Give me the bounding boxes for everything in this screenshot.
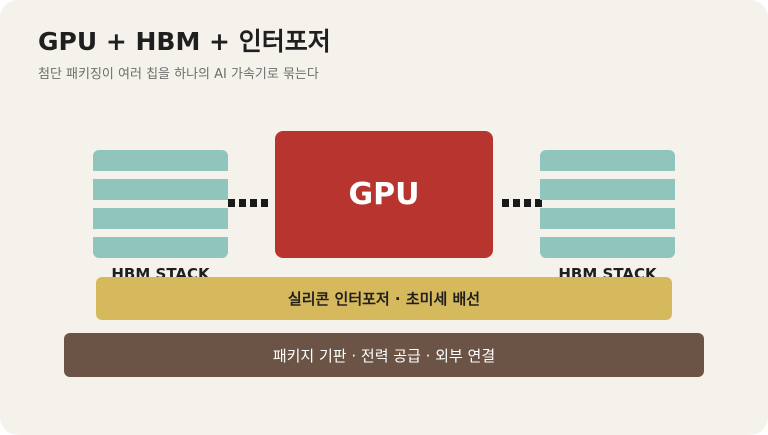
- package-substrate: 패키지 기판 · 전력 공급 · 외부 연결: [64, 333, 704, 377]
- hbm-layer: [540, 179, 675, 200]
- hbm-layer: [540, 208, 675, 229]
- connection-dot: [524, 199, 531, 207]
- connection-dot: [535, 199, 542, 207]
- hbm-layer: [93, 150, 228, 171]
- gpu-die: GPU: [275, 131, 493, 258]
- connection-dot: [250, 199, 257, 207]
- hbm-layer: [93, 208, 228, 229]
- hbm-layer: [540, 237, 675, 258]
- hbm-stack-right: [540, 150, 675, 258]
- hbm-stack-left: [93, 150, 228, 258]
- connection-dot: [513, 199, 520, 207]
- connection-dots-left: [228, 199, 268, 207]
- gpu-label: GPU: [348, 177, 420, 212]
- connection-dot: [228, 199, 235, 207]
- hbm-layer: [540, 150, 675, 171]
- hbm-layer: [93, 237, 228, 258]
- connection-dot: [239, 199, 246, 207]
- connection-dots-right: [502, 199, 542, 207]
- page-subtitle: 첨단 패키징이 여러 칩을 하나의 AI 가속기로 묶는다: [38, 67, 319, 82]
- silicon-interposer: 실리콘 인터포저 · 초미세 배선: [96, 277, 672, 320]
- interposer-label: 실리콘 인터포저 · 초미세 배선: [287, 290, 481, 308]
- substrate-label: 패키지 기판 · 전력 공급 · 외부 연결: [272, 346, 496, 365]
- hbm-layer: [93, 179, 228, 200]
- page-title: GPU + HBM + 인터포저: [38, 27, 331, 56]
- connection-dot: [502, 199, 509, 207]
- connection-dot: [261, 199, 268, 207]
